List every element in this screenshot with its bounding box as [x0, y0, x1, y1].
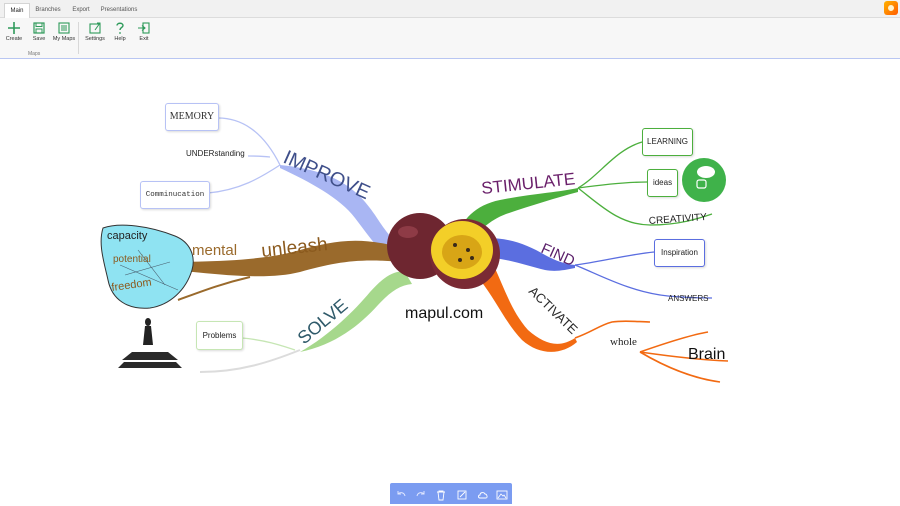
- branch-solve: [300, 271, 412, 352]
- image-word-potential: potential: [113, 254, 151, 265]
- subtopic-communication: Comminucation: [145, 191, 205, 199]
- exit-icon: [138, 22, 150, 34]
- subtopic-inspiration-box[interactable]: Inspiration: [654, 239, 705, 267]
- branch-find: [488, 238, 575, 271]
- passion-fruit-image: [387, 213, 500, 289]
- subtopic-problems-box[interactable]: Problems: [196, 321, 243, 350]
- idea-bulb-image: [682, 158, 726, 202]
- subtopic-learning: LEARNING: [647, 137, 688, 146]
- exit-button[interactable]: Exit: [131, 21, 157, 47]
- subtopic-ideas: ideas: [652, 178, 673, 187]
- subtopic-memory: MEMORY: [169, 111, 215, 122]
- image-icon: [496, 490, 508, 500]
- branch-label-activate[interactable]: ACTIVATE: [526, 283, 581, 337]
- subtopic-answers[interactable]: ANSWERS: [668, 294, 708, 303]
- subtopic-ideas-box[interactable]: ideas: [647, 169, 678, 197]
- help-icon: [116, 22, 124, 34]
- redo-button[interactable]: [415, 488, 427, 500]
- subtopic-communication-box[interactable]: Comminucation: [140, 181, 210, 209]
- help-label: Help: [114, 36, 126, 42]
- create-button[interactable]: Create: [1, 21, 27, 47]
- subtopic-problems: Problems: [202, 331, 237, 340]
- tab-main[interactable]: Main: [4, 3, 30, 18]
- subtopic-understanding[interactable]: UNDERstanding: [186, 149, 245, 158]
- tab-branches[interactable]: Branches: [35, 7, 61, 13]
- branch-improve: [280, 165, 410, 260]
- branch-label-improve[interactable]: IMPROVE: [280, 146, 373, 204]
- image-word-freedom: freedom: [111, 276, 153, 294]
- connector-lines: [177, 117, 729, 383]
- image-button[interactable]: [496, 488, 508, 500]
- settings-label: Settings: [85, 36, 105, 42]
- subtopic-whole[interactable]: whole: [610, 336, 637, 348]
- redo-icon: [416, 491, 425, 497]
- ribbon-toolbar: Create Save My Maps Settings Help: [0, 18, 900, 59]
- undo-button[interactable]: [395, 488, 407, 500]
- subtopic-memory-box[interactable]: MEMORY: [165, 103, 219, 131]
- cloud-icon: [478, 492, 488, 499]
- list-icon: [58, 22, 70, 34]
- central-label[interactable]: mapul.com: [405, 305, 483, 322]
- branch-unleash: [135, 240, 400, 277]
- subtopic-learning-box[interactable]: LEARNING: [642, 128, 693, 156]
- create-label: Create: [5, 36, 23, 42]
- app-logo-icon: [884, 1, 898, 15]
- capacity-image: [100, 224, 194, 368]
- my-maps-label: My Maps: [52, 36, 76, 42]
- edit-icon: [457, 490, 467, 500]
- mindmap-canvas[interactable]: IMPROVE unleash mental SOLVE STIMULATE F…: [0, 59, 900, 504]
- save-icon: [33, 22, 45, 34]
- plus-icon: [8, 22, 20, 34]
- menu-tabs: Main Branches Export Presentations: [0, 0, 900, 18]
- delete-button[interactable]: [435, 488, 447, 501]
- save-button[interactable]: Save: [26, 21, 52, 47]
- exit-label: Exit: [139, 36, 149, 42]
- bottom-toolbar: [390, 483, 512, 504]
- settings-button[interactable]: Settings: [82, 21, 108, 47]
- help-button[interactable]: Help: [107, 21, 133, 47]
- subtopic-brain[interactable]: Brain: [688, 346, 725, 363]
- trash-icon: [437, 490, 445, 501]
- my-maps-button[interactable]: My Maps: [51, 21, 77, 47]
- edit-button[interactable]: [456, 488, 468, 500]
- undo-icon: [397, 491, 406, 497]
- cloud-button[interactable]: [477, 488, 489, 500]
- subtopic-inspiration: Inspiration: [661, 248, 698, 257]
- image-word-capacity: capacity: [107, 230, 148, 242]
- save-label: Save: [32, 36, 46, 42]
- tab-export[interactable]: Export: [72, 7, 90, 13]
- tab-presentations[interactable]: Presentations: [100, 7, 138, 13]
- maps-group-label: Maps: [28, 51, 41, 57]
- mindmap-graphic: IMPROVE unleash mental SOLVE STIMULATE F…: [100, 117, 729, 383]
- subtopic-creativity[interactable]: CREATIVITY: [648, 212, 707, 227]
- ribbon-separator: [78, 22, 79, 54]
- branch-label-mental[interactable]: mental: [192, 242, 237, 259]
- settings-icon: [89, 22, 101, 34]
